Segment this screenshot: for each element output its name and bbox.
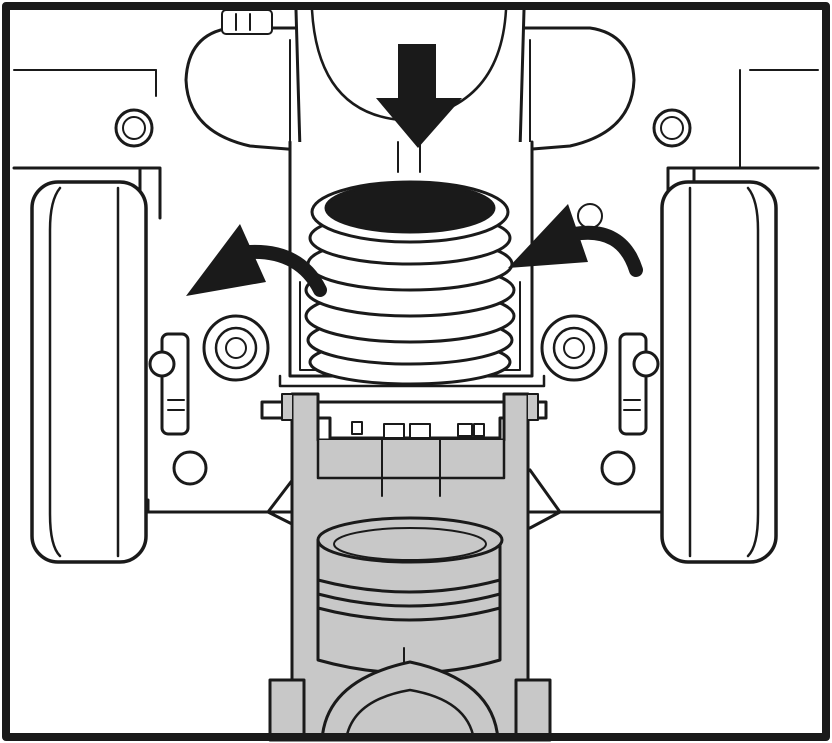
hose-connector (260, 392, 552, 742)
corrugated-hose-upper (304, 141, 516, 386)
left-wheel (30, 180, 148, 564)
curved-arrow-left-icon (186, 224, 327, 297)
curved-arrow-right-icon (508, 204, 643, 277)
down-arrow-icon (376, 44, 462, 148)
left-latch (148, 332, 190, 436)
right-latch (618, 332, 660, 436)
mid-bolts (172, 314, 636, 486)
upper-screws (114, 108, 692, 229)
right-wheel (660, 180, 778, 564)
